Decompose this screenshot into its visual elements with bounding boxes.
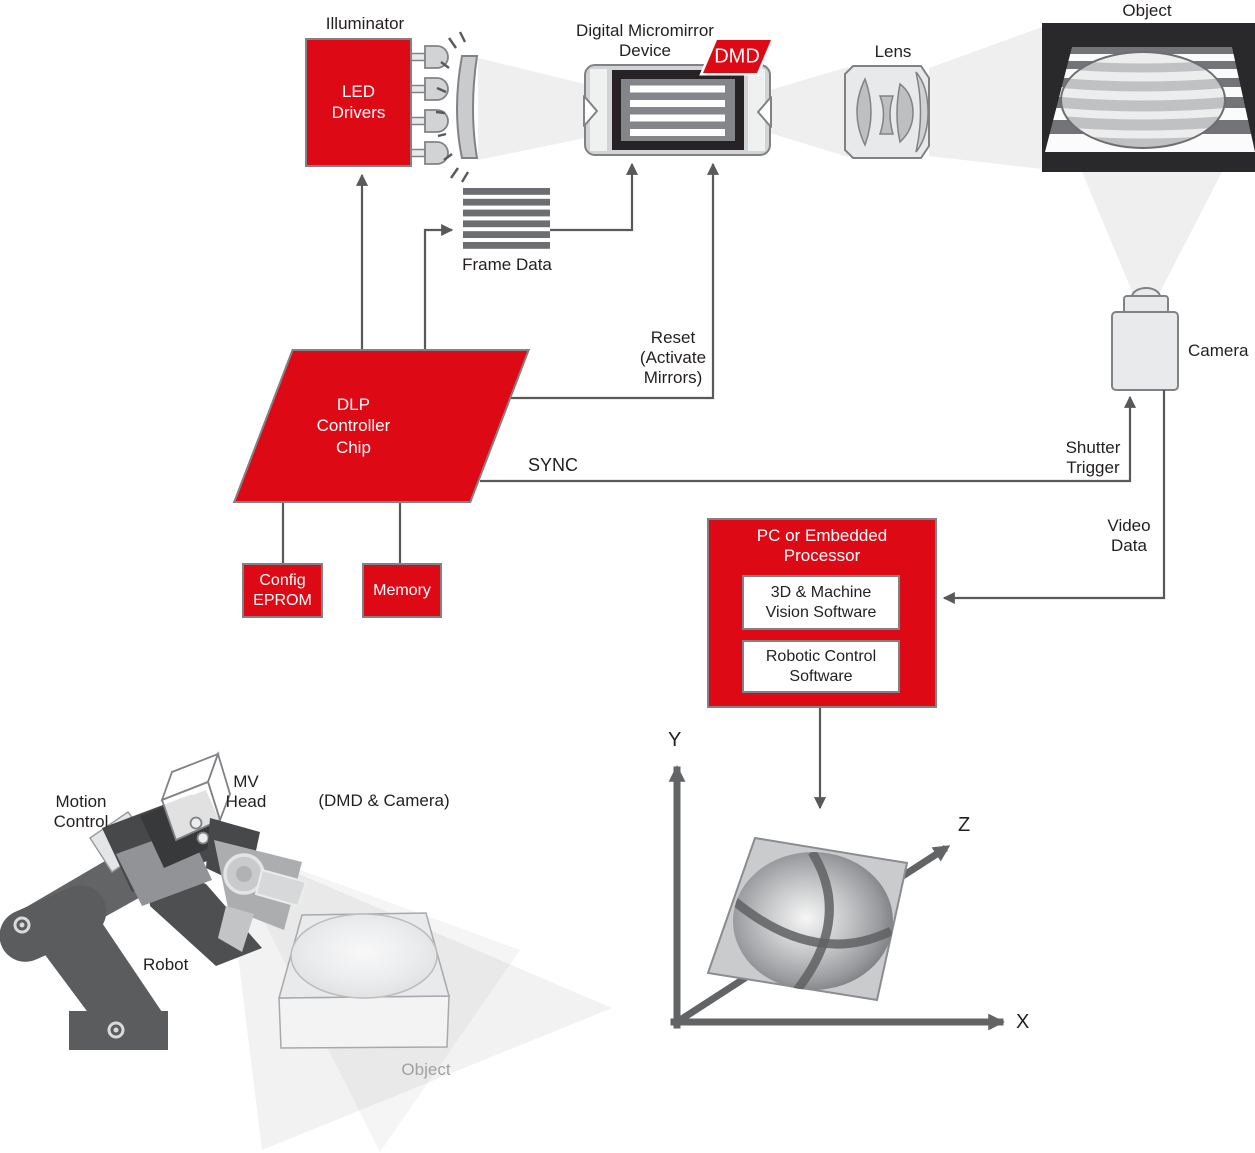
dmd-tag-shape	[699, 37, 775, 76]
motion-control-label: Motion Control	[53, 792, 109, 832]
x-axis-label: X	[1016, 1011, 1030, 1033]
condenser-lens-icon	[456, 55, 479, 159]
light-sparkle-dashes	[435, 31, 470, 183]
object-top-label: Object	[1122, 1, 1172, 20]
object-top-icon	[1042, 23, 1255, 172]
vision-software-label: 3D & Machine Vision Software	[765, 584, 877, 621]
robot-label: Robot	[143, 955, 189, 974]
dmd-device-icon	[583, 37, 775, 156]
robotic-software-label: Robotic Control Software	[765, 648, 877, 685]
memory-box: Memory	[362, 563, 442, 618]
lens-label: Lens	[874, 42, 912, 61]
pc-processor-box: PC or Embedded Processor 3D & Machine Vi…	[707, 518, 937, 708]
robotic-software-box: Robotic Control Software	[742, 640, 900, 693]
frame-data-label: Frame Data	[462, 255, 552, 274]
object-bottom-label: Object	[401, 1060, 451, 1079]
dlp-controller-label: DLP Controller Chip	[316, 395, 391, 457]
light-beams	[478, 27, 1222, 296]
sphere-seams	[733, 852, 893, 990]
dmd-camera-label: (DMD & Camera)	[318, 791, 450, 810]
y-axis-label: Y	[668, 729, 682, 751]
robot-icon	[0, 751, 308, 1050]
reset-label: Reset (Activate Mirrors)	[639, 328, 707, 388]
lens-icon	[844, 65, 930, 159]
shutter-trigger-label: Shutter Trigger	[1065, 438, 1121, 478]
sync-label: SYNC	[528, 455, 579, 475]
coordinate-system	[668, 764, 1006, 1031]
led-drivers-box: LED Drivers	[305, 38, 412, 167]
connectors	[281, 162, 1166, 810]
vision-software-box: 3D & Machine Vision Software	[742, 575, 900, 630]
framedata-to-dmd-arrow	[550, 162, 639, 232]
illuminator-leds-icon	[409, 31, 479, 183]
reset-arrow	[511, 162, 720, 400]
led-drivers-label: LED Drivers	[331, 81, 386, 122]
dmd-tag-label: DMD	[714, 45, 760, 68]
controller-to-framedata-arrow	[423, 223, 454, 349]
illuminator-label: Illuminator	[325, 14, 405, 33]
sync-shutter-arrow	[480, 395, 1137, 483]
z-axis-label: Z	[958, 814, 971, 836]
dmd-device-label: Digital Micromirror Device	[576, 21, 714, 61]
object-box-icon	[278, 912, 450, 1049]
camera-icon	[1111, 287, 1179, 391]
config-eprom-box: Config EPROM	[242, 563, 323, 618]
video-data-arrow	[942, 390, 1166, 605]
config-eprom-label: Config EPROM	[253, 571, 312, 609]
video-data-label: Video Data	[1107, 516, 1151, 556]
camera-label: Camera	[1188, 341, 1249, 360]
memory-label: Memory	[373, 581, 431, 599]
scanned-sphere	[733, 852, 893, 990]
frame-data-icon	[463, 188, 550, 249]
pc-processor-title: PC or Embedded Processor	[756, 526, 888, 566]
mv-head-label: MV Head	[225, 772, 267, 812]
